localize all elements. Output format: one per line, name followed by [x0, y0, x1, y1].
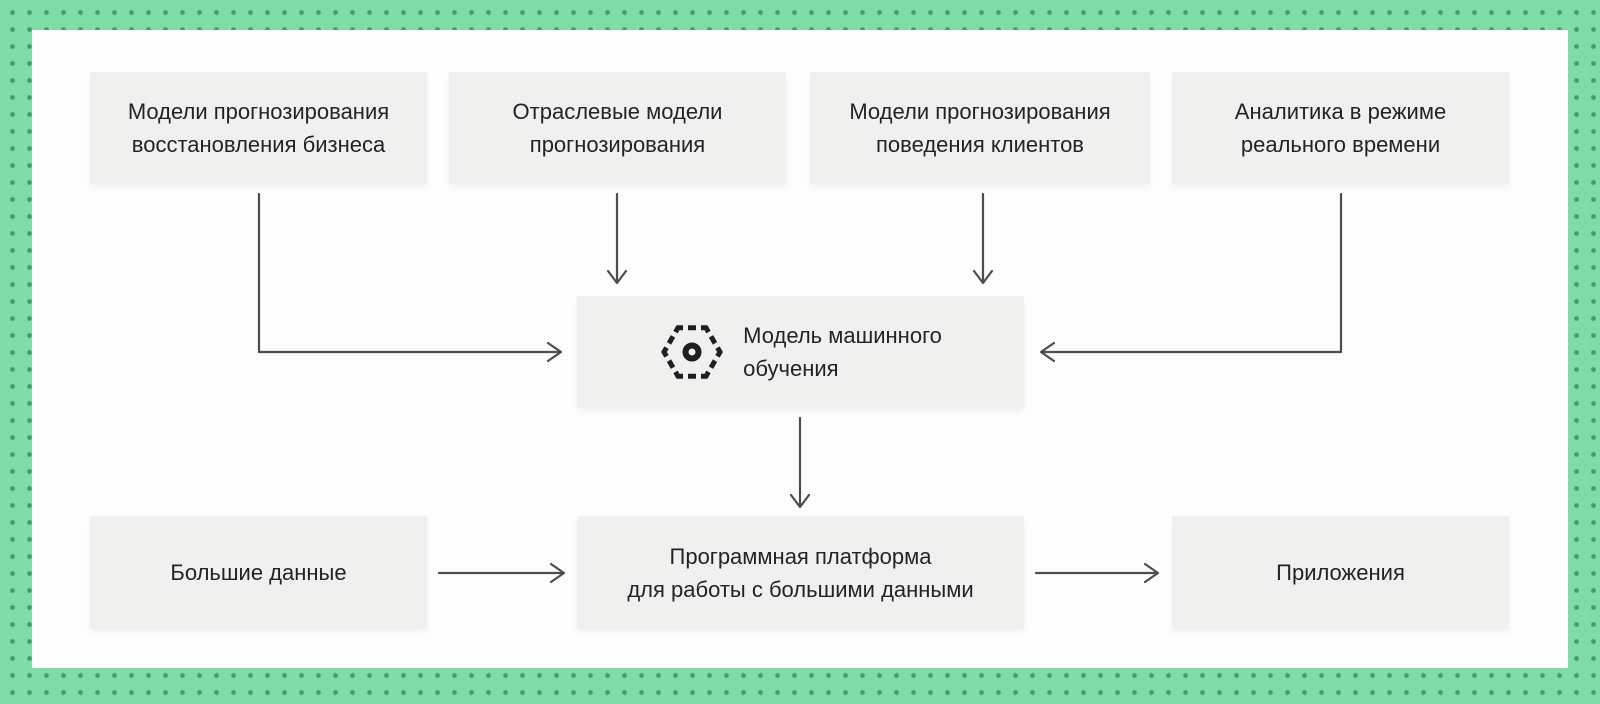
box-industry-forecast-models: Отраслевые модели прогнозирования	[449, 72, 786, 184]
box-label-line: Приложения	[1276, 560, 1405, 585]
diagram-canvas: Модели прогнозирования восстановления би…	[32, 30, 1568, 668]
box-label-line: Программная платформа	[669, 543, 932, 569]
box-ml-model: Модель машинного обучения	[577, 296, 1024, 408]
machine-learning-hexagon-gear-icon	[659, 321, 725, 383]
box-applications: Приложения	[1172, 516, 1509, 629]
box-big-data-platform: Программная платформа для работы с больш…	[577, 516, 1024, 629]
box-label-line: Модели прогнозирования	[127, 99, 390, 124]
box-label-line: Модели прогнозирования	[849, 99, 1111, 124]
box-label-line: обучения	[743, 356, 839, 381]
box-label-line: Отраслевые модели	[512, 99, 723, 124]
arrow-bigdata-to-platform	[437, 562, 566, 584]
box-label-line: восстановления бизнеса	[131, 132, 386, 157]
box-business-recovery-models: Модели прогнозирования восстановления би…	[90, 72, 427, 184]
box-label-line: для работы с большими данными	[627, 576, 974, 602]
arrow-customer-behavior-to-ml	[972, 192, 994, 285]
box-label-line: прогнозирования	[529, 132, 706, 157]
box-label-line: Модель машинного	[743, 323, 942, 348]
box-label-line: реального времени	[1240, 132, 1441, 157]
box-big-data: Большие данные	[90, 516, 427, 629]
arrow-realtime-analytics-to-ml	[1039, 192, 1343, 363]
box-label-line: Большие данные	[170, 560, 347, 585]
box-customer-behavior-models: Модели прогнозирования поведения клиенто…	[810, 72, 1150, 184]
box-realtime-analytics: Аналитика в режиме реального времени	[1172, 72, 1509, 184]
arrow-ml-to-platform	[789, 416, 811, 509]
arrow-business-recovery-to-ml	[257, 192, 563, 363]
box-label-line: поведения клиентов	[875, 132, 1084, 157]
arrow-platform-to-apps	[1034, 562, 1160, 584]
box-label-line: Аналитика в режиме	[1234, 99, 1447, 124]
arrow-industry-models-to-ml	[606, 192, 628, 285]
